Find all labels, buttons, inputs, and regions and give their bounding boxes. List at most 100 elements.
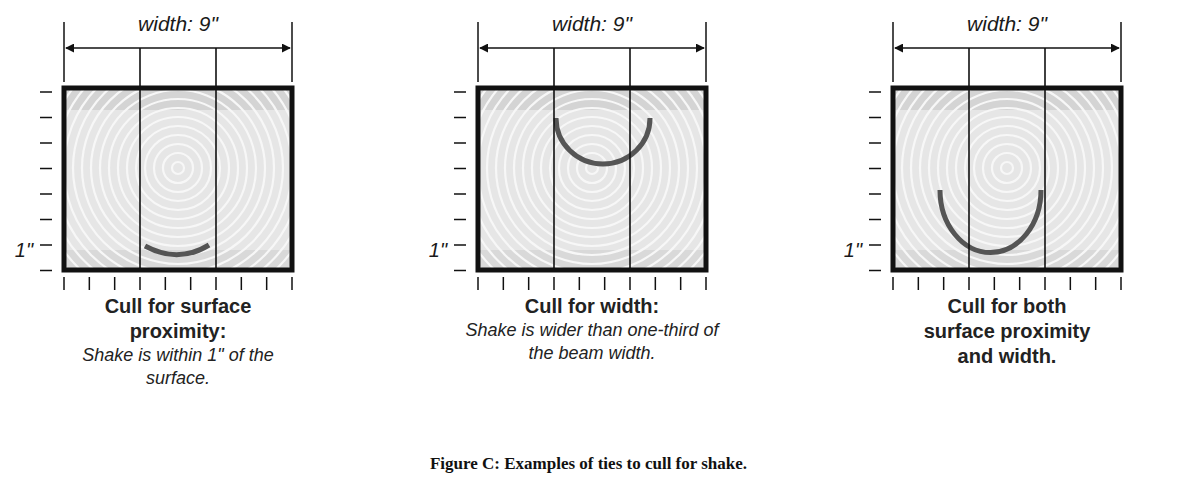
- dimension-arrow: [480, 47, 704, 49]
- inch-tick: [994, 277, 996, 290]
- growth-ring: [154, 144, 202, 192]
- inch-tick: [454, 168, 466, 170]
- inch-tick: [680, 277, 682, 290]
- growth-ring: [893, 88, 1121, 270]
- inch-label: 1": [840, 238, 866, 262]
- inch-tick: [705, 277, 707, 290]
- figure-caption: Figure C: Examples of ties to cull for s…: [0, 454, 1177, 474]
- shake-crack: [556, 118, 650, 164]
- growth-ring: [64, 88, 292, 270]
- growth-ring: [163, 153, 193, 183]
- growth-ring: [478, 88, 706, 270]
- third-line: [629, 48, 631, 270]
- inch-tick: [114, 277, 116, 290]
- inch-tick: [139, 277, 141, 290]
- beam-panel: [839, 0, 1175, 336]
- wood-grain: [478, 88, 706, 270]
- inch-tick: [604, 277, 606, 290]
- inch-tick: [40, 219, 52, 221]
- inch-tick: [89, 277, 91, 290]
- extension-line: [291, 22, 293, 82]
- beam-panel: [10, 0, 346, 336]
- growth-ring: [559, 135, 625, 201]
- inch-tick: [241, 277, 243, 290]
- growth-ring: [893, 88, 1121, 270]
- beam-outline: [64, 88, 292, 270]
- shake-crack: [145, 245, 209, 255]
- growth-ring: [478, 88, 706, 270]
- dimension-arrow: [895, 47, 1119, 49]
- growth-ring: [532, 108, 652, 228]
- wood-grain: [64, 88, 292, 270]
- inch-tick: [869, 142, 881, 144]
- growth-ring: [956, 117, 1058, 219]
- beam-outline: [478, 88, 706, 270]
- inch-tick: [869, 168, 881, 170]
- growth-ring: [902, 88, 1112, 270]
- bark-band: [478, 250, 706, 270]
- width-dimension: width: 9": [963, 12, 1051, 36]
- extension-line: [477, 22, 479, 82]
- inch-tick: [40, 142, 52, 144]
- growth-ring: [118, 108, 238, 228]
- inch-tick: [454, 91, 466, 93]
- inch-tick: [1019, 277, 1021, 290]
- inch-tick: [40, 168, 52, 170]
- growth-ring: [893, 88, 1121, 270]
- inch-tick: [40, 117, 52, 119]
- inch-tick: [1095, 277, 1097, 290]
- inch-tick: [40, 244, 52, 246]
- beam-outline: [893, 88, 1121, 270]
- growth-ring: [947, 108, 1067, 228]
- cull-heading: Cull for both surface proximity and widt…: [910, 294, 1105, 369]
- panel-caption: Cull for width:Shake is wider than one-t…: [457, 294, 727, 365]
- growth-ring: [983, 144, 1031, 192]
- growth-ring: [478, 88, 706, 270]
- growth-ring: [938, 99, 1076, 237]
- width-dimension: width: 9": [548, 12, 636, 36]
- growth-ring: [478, 88, 706, 270]
- extension-line: [705, 22, 707, 82]
- inch-tick: [215, 277, 217, 290]
- inch-tick: [454, 142, 466, 144]
- growth-ring: [136, 126, 220, 210]
- growth-ring: [496, 88, 688, 264]
- inch-tick: [655, 277, 657, 290]
- cull-reason: Shake is within 1" of the surface.: [81, 344, 276, 390]
- growth-ring: [64, 88, 292, 270]
- growth-ring: [127, 117, 229, 219]
- inch-tick: [869, 270, 881, 272]
- wood-grain: [893, 88, 1121, 270]
- panel-caption: Cull for both surface proximity and widt…: [910, 294, 1105, 369]
- third-line: [1044, 48, 1046, 270]
- inch-tick: [918, 277, 920, 290]
- inch-tick: [869, 117, 881, 119]
- inch-tick: [40, 91, 52, 93]
- inch-tick: [1120, 277, 1122, 290]
- growth-ring: [992, 153, 1022, 183]
- growth-ring: [109, 99, 247, 237]
- inch-tick: [454, 117, 466, 119]
- growth-ring: [893, 88, 1121, 270]
- growth-ring: [64, 88, 292, 270]
- growth-ring: [893, 88, 1121, 270]
- extension-line: [63, 22, 65, 82]
- inch-tick: [63, 277, 65, 290]
- shake-crack: [940, 190, 1041, 253]
- growth-ring: [172, 162, 184, 174]
- inch-tick: [40, 193, 52, 195]
- inch-tick: [190, 277, 192, 290]
- extension-line: [1120, 22, 1122, 82]
- third-line: [139, 48, 141, 270]
- growth-ring: [100, 90, 256, 246]
- cull-reason: Shake is wider than one-third of the bea…: [457, 319, 727, 365]
- growth-ring: [487, 88, 697, 270]
- inch-tick: [528, 277, 530, 290]
- inch-tick: [454, 244, 466, 246]
- growth-ring: [91, 88, 265, 255]
- inch-tick: [40, 270, 52, 272]
- growth-ring: [478, 88, 706, 270]
- inch-tick: [553, 277, 555, 290]
- growth-ring: [64, 88, 292, 270]
- growth-ring: [505, 88, 679, 255]
